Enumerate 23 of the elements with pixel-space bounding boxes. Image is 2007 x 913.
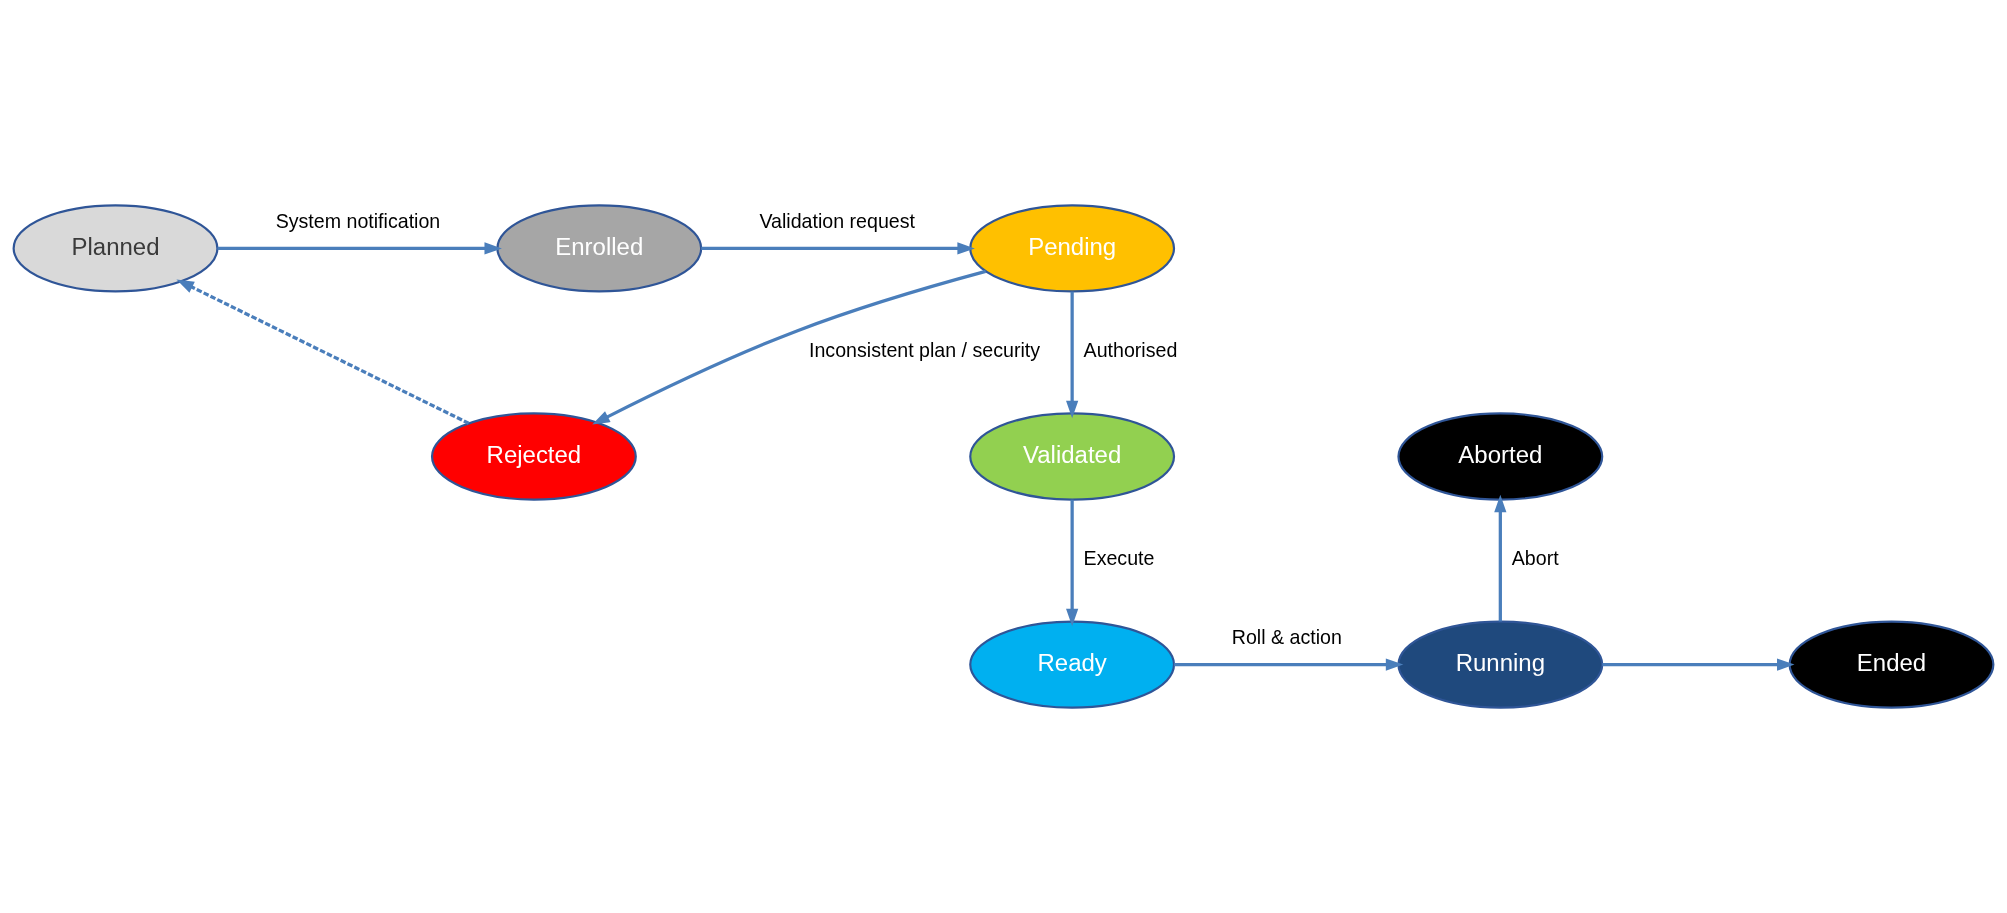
edge-label: Execute — [1083, 547, 1155, 570]
arrow — [176, 279, 470, 425]
arrow — [701, 242, 975, 255]
node-ellipse: Pending — [969, 204, 1176, 293]
arrow — [217, 242, 502, 255]
arrow — [1602, 658, 1795, 671]
node-ellipse: Validated — [969, 412, 1176, 501]
node-ellipse: Ready — [969, 620, 1176, 709]
edge-label: Authorised — [1083, 339, 1178, 362]
edge-label: System notification — [275, 210, 441, 233]
arrow — [1494, 494, 1507, 622]
arrow — [1066, 499, 1079, 627]
edge-label: Inconsistent plan / security — [809, 339, 1041, 362]
node-ellipse: Running — [1397, 620, 1604, 709]
node-ellipse: Aborted — [1397, 412, 1604, 501]
arrow — [592, 269, 987, 425]
arrow — [1066, 291, 1079, 419]
edge-label: Abort — [1511, 547, 1559, 570]
node-ellipse: Enrolled — [496, 204, 703, 293]
node-ellipse: Ended — [1788, 620, 1995, 709]
edge-label: Validation request — [759, 210, 915, 233]
edge-label: Roll & action — [1231, 626, 1342, 649]
arrow — [1174, 658, 1404, 671]
